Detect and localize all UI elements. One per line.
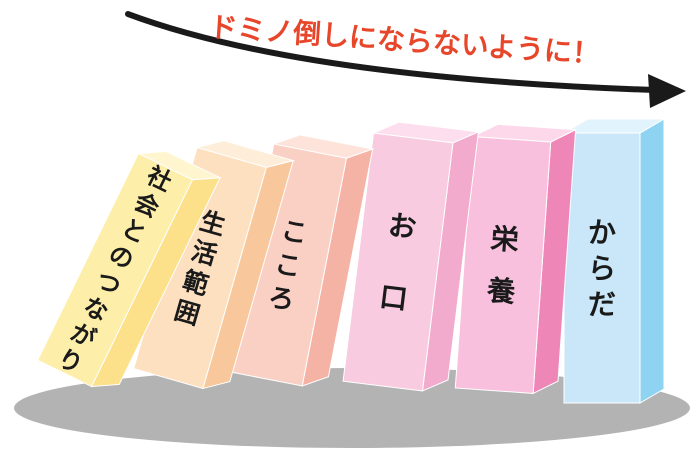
domino-label: からだ bbox=[588, 216, 616, 321]
domino-label: こころ bbox=[266, 215, 310, 316]
domino-5: 栄養 bbox=[454, 123, 578, 395]
domino-front-face bbox=[36, 152, 194, 388]
domino-1: 社会とのつながり bbox=[36, 150, 222, 388]
domino-front-face bbox=[563, 132, 641, 404]
direction-arrow bbox=[125, 11, 686, 108]
title-text: ドミノ倒しにならないように！ bbox=[208, 10, 601, 70]
domino-label: 栄養 bbox=[485, 222, 520, 309]
domino-6: からだ bbox=[562, 118, 666, 404]
domino-front-face bbox=[454, 136, 552, 394]
domino-2: 生活範囲 bbox=[133, 140, 296, 390]
domino-front-face bbox=[342, 132, 454, 392]
domino-3: こころ bbox=[228, 134, 375, 387]
arrow-curve bbox=[125, 11, 658, 93]
domino-4: お口 bbox=[342, 121, 481, 392]
arrow-head bbox=[648, 74, 686, 108]
domino-label: お口 bbox=[378, 208, 419, 316]
domino-side-face bbox=[639, 118, 665, 404]
